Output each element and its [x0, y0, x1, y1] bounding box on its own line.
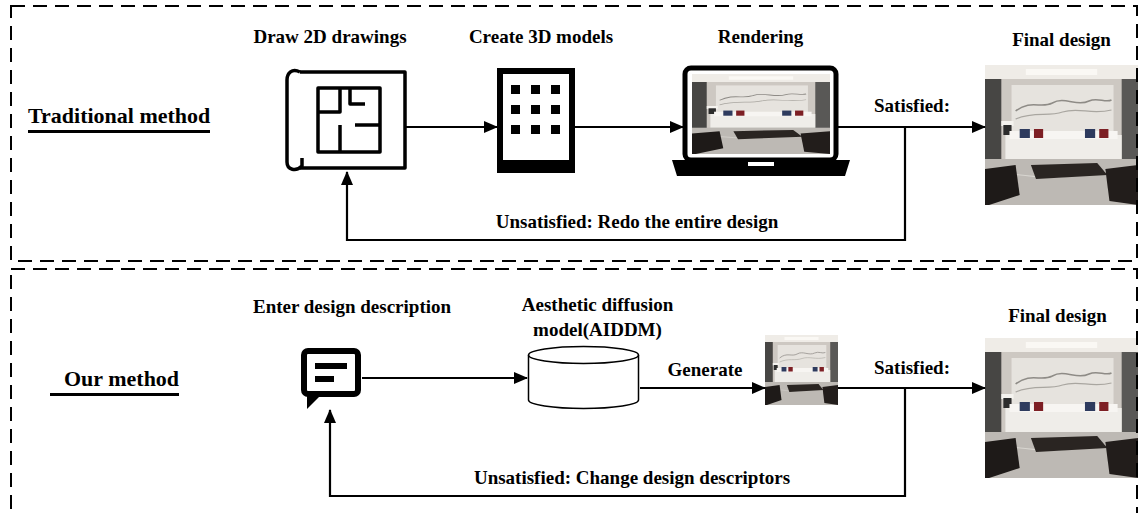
building-icon [551, 85, 560, 94]
flow-arrow [347, 127, 905, 240]
dashed-frame [11, 6, 1137, 261]
node-heading: Final design [1008, 305, 1107, 327]
edge-label: Satisfied: [871, 357, 953, 379]
icon-node: Enter design description [300, 348, 362, 410]
building-icon [497, 71, 575, 173]
chat-icon [304, 351, 358, 409]
laptop-icon [672, 160, 850, 176]
node-heading: Final design [1012, 29, 1111, 51]
image-node: Final design [985, 338, 1138, 478]
rendered-image [985, 65, 1138, 205]
building-icon [531, 125, 540, 134]
chat-icon [304, 351, 358, 394]
flow-arrow [405, 126, 497, 128]
section-label: Traditional method [28, 103, 210, 133]
edge-label: Unsatisfied: Change design descriptors [471, 467, 793, 489]
chat-icon [315, 363, 347, 369]
blueprint-icon [300, 72, 405, 168]
rendered-image [985, 338, 1138, 478]
laptop-icon [672, 68, 850, 176]
laptop-icon [748, 162, 774, 166]
node-heading: Rendering [718, 26, 804, 48]
node-heading: Enter design description [253, 296, 451, 318]
image-node [765, 335, 838, 405]
blueprint-icon [318, 88, 340, 112]
dashed-frame [11, 269, 1137, 513]
flow-arrow [640, 387, 765, 389]
database-cylinder: Aesthetic diffusion model(AIDDM) [527, 345, 640, 410]
building-icon [531, 105, 540, 114]
cylinder-shape [529, 347, 639, 364]
blueprint-icon [287, 71, 405, 170]
chat-icon [315, 376, 334, 382]
building-icon [511, 125, 520, 134]
edge-label: Satisfied: [871, 95, 953, 117]
chat-icon [307, 392, 324, 409]
building-icon [497, 160, 575, 173]
section-label: Our method [50, 366, 179, 396]
node-heading: Create 3D models [469, 26, 613, 48]
flow-arrow [362, 377, 527, 379]
node-heading: Draw 2D drawings [253, 26, 406, 48]
building-icon [511, 105, 520, 114]
edge-label: Unsatisfied: Redo the entire design [493, 211, 782, 233]
icon-node: Rendering [683, 66, 838, 177]
blueprint-icon [338, 125, 342, 152]
blueprint-icon [350, 88, 365, 104]
building-icon [500, 71, 572, 170]
blueprint-icon [318, 88, 380, 152]
flow-arrow [575, 126, 683, 128]
rendered-image [765, 335, 838, 405]
laptop-icon [685, 68, 836, 160]
laptop-icon [692, 74, 830, 154]
edge-label: Generate [665, 359, 746, 381]
blueprint-icon [287, 71, 302, 170]
building-icon [531, 85, 540, 94]
building-icon [551, 125, 560, 134]
image-node: Final design [985, 65, 1138, 205]
rendered-image [765, 65, 1138, 478]
building-icon [511, 85, 520, 94]
icon-node: Draw 2D drawings [287, 66, 405, 172]
building-icon [551, 105, 560, 114]
blueprint-icon [355, 123, 380, 127]
node-heading: Aesthetic diffusion model(AIDDM) [508, 292, 688, 342]
cylinder-shape [527, 345, 640, 410]
icon-node: Create 3D models [497, 68, 575, 173]
